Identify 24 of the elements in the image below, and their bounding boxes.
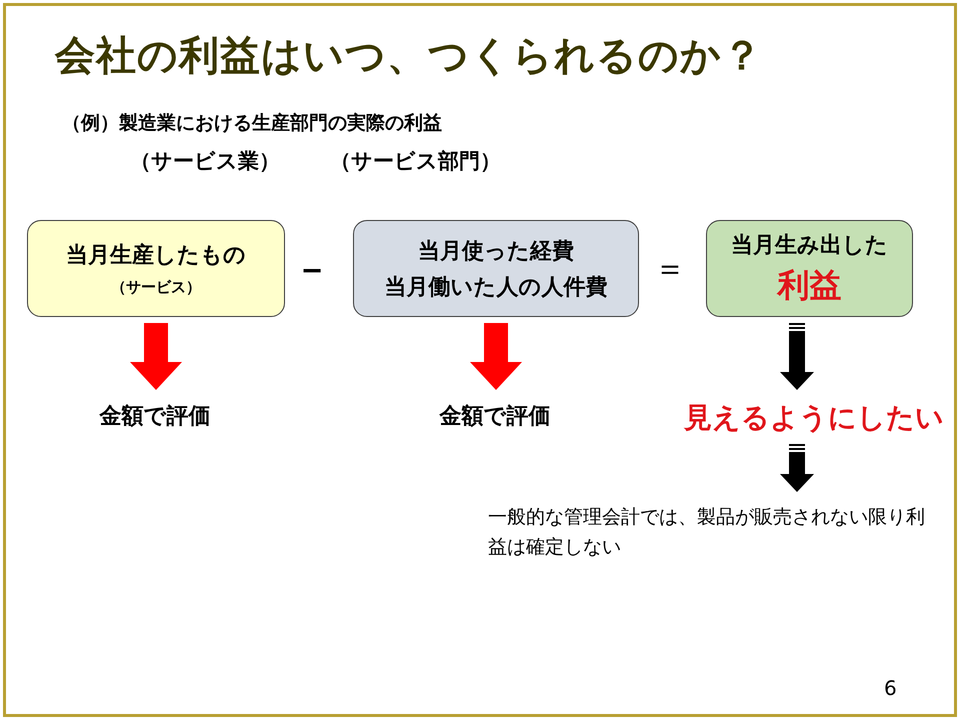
box-text: 当月働いた人の人件費 [384,274,608,302]
result-text: 金額で評価 [440,403,550,431]
equals-sign: ＝ [654,248,686,289]
result-box [706,220,913,317]
box-text: 利益 [778,264,842,306]
block-arrow [780,323,814,390]
process-box [353,220,639,317]
box-text: 当月生み出した [731,232,888,260]
block-arrow [130,323,182,390]
sub-label: （サービス業） [130,148,280,175]
minus-sign: － [294,248,330,292]
sub-label: （サービス部門） [330,148,501,175]
box-text: 当月使った経費 [418,238,574,266]
goal-text: 見えるようにしたい [684,400,944,436]
block-arrow [780,444,814,492]
slide-title: 会社の利益はいつ、つくられるのか？ [55,32,763,81]
process-box [27,220,285,317]
result-text: 金額で評価 [100,403,210,431]
box-text: 当月生産したもの [66,242,246,270]
block-arrow [470,323,522,390]
page-number: 6 [884,676,897,700]
box-text: （サービス） [111,278,201,297]
example-note: （例）製造業における生産部門の実際の利益 [62,111,442,136]
note-text: 一般的な管理会計では、製品が販売されない限り利益は確定しない [488,505,926,560]
